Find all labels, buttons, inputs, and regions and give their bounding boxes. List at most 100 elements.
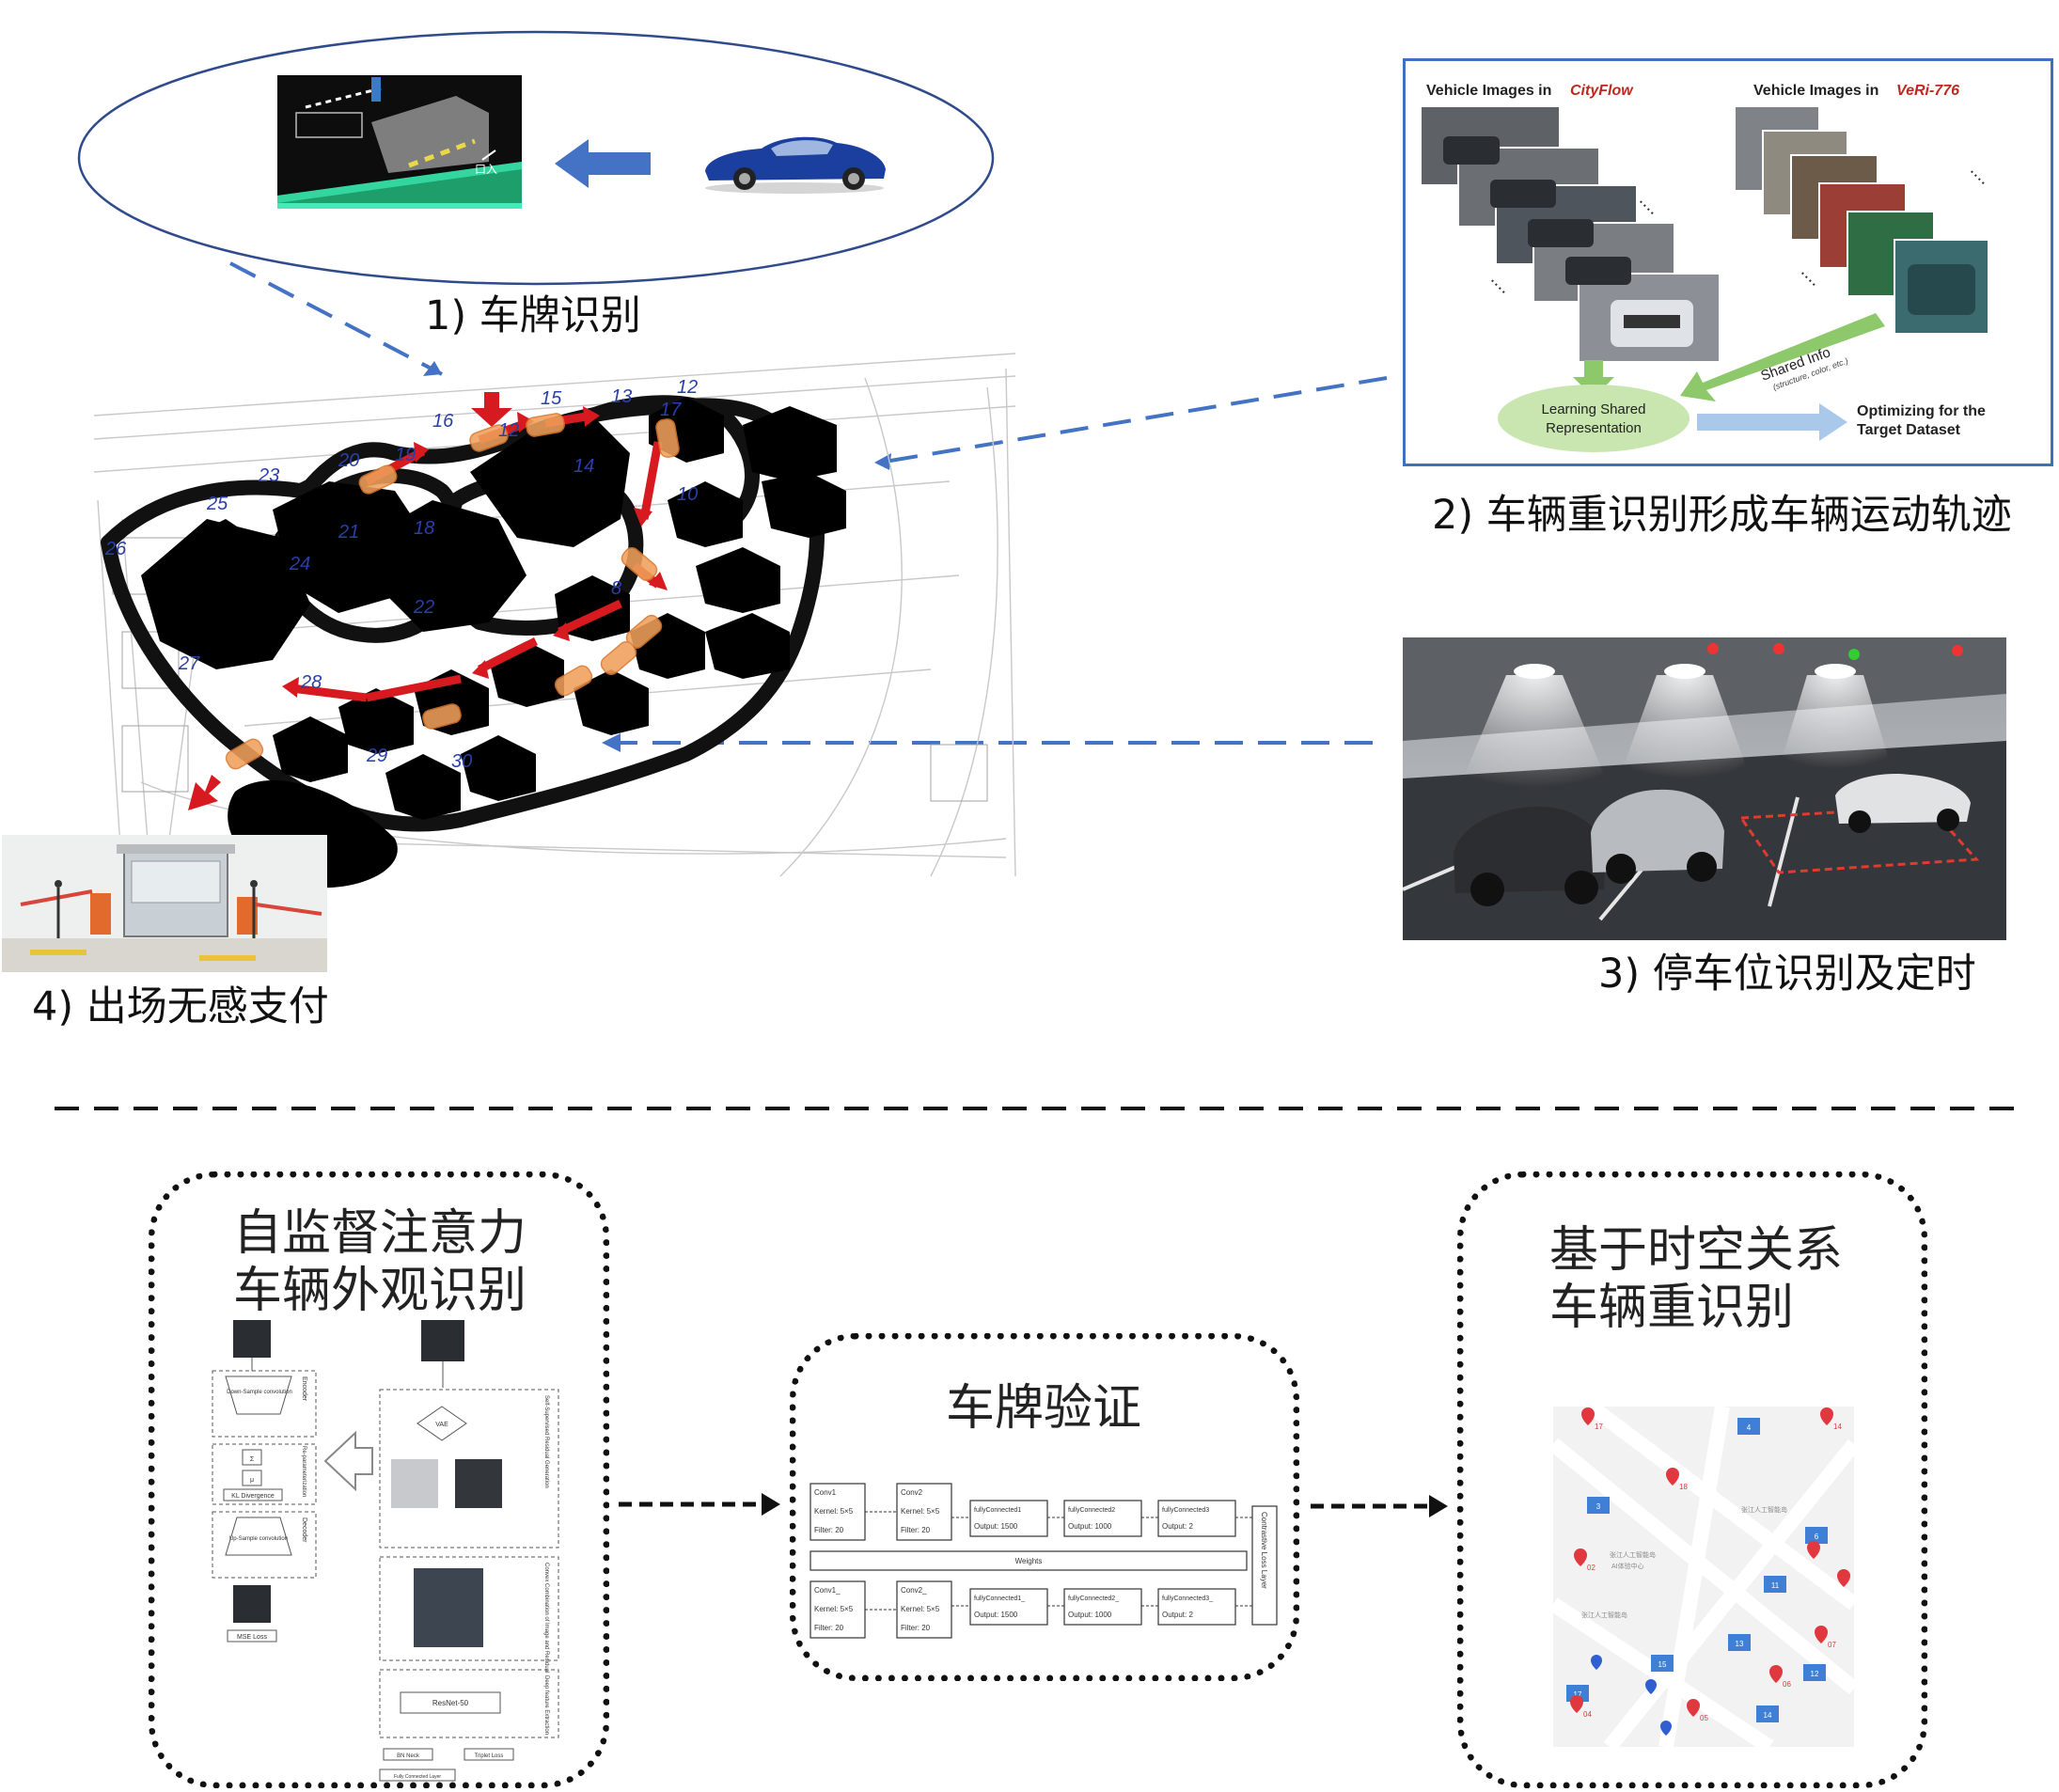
encoder-label: Encoder (301, 1376, 307, 1402)
pin-18: 18 (1679, 1483, 1688, 1491)
deep-label: Deep feature Extraction (543, 1675, 549, 1735)
map-num-13b: 13 (611, 386, 632, 407)
spatiotemporal-reid-panel (1457, 1171, 1927, 1788)
conv1-title: Conv1 (814, 1488, 837, 1497)
map-num-24: 24 (289, 554, 310, 574)
map-num-12: 12 (677, 377, 698, 398)
fc1b-output: Output: 1500 (974, 1611, 1018, 1619)
decoder-label: Decoder (301, 1517, 307, 1543)
conv2b-title: Conv2_ (901, 1586, 927, 1595)
vae-architecture-diagram: Down-Sample convolution Encoder Σ μ KL D… (212, 1320, 559, 1782)
step1-caption: 1) 车牌识别 (425, 292, 641, 339)
pin-06: 06 (1783, 1680, 1791, 1689)
map-num-25: 25 (206, 494, 228, 514)
sigma-label: Σ (250, 1456, 255, 1463)
gate-sign-text: 口入 (475, 163, 497, 176)
map-num-10: 10 (677, 484, 698, 505)
map-num-16: 16 (432, 411, 454, 432)
place-label-4: 张江人工智能岛 (1741, 1505, 1787, 1514)
conv1b-filter: Filter: 20 (814, 1624, 844, 1632)
conv2b-kernel: Kernel: 5×5 (901, 1605, 940, 1613)
parking-space-image (1403, 637, 2006, 940)
step4-caption: 4) 出场无感支付 (32, 983, 329, 1030)
fc2-output: Output: 1000 (1068, 1522, 1112, 1531)
pin-04: 04 (1583, 1710, 1592, 1719)
block-13: 13 (1736, 1640, 1744, 1648)
conv2-title: Conv2 (901, 1488, 923, 1497)
fc1-output: Output: 1500 (974, 1522, 1018, 1531)
map-num-29: 29 (366, 746, 387, 766)
map-num-14: 14 (574, 456, 594, 477)
bnneck-label: BN Neck (397, 1753, 420, 1759)
map-num-28: 28 (300, 672, 322, 693)
conv1-filter: Filter: 20 (814, 1526, 844, 1534)
campus-camera-map: 4 3 6 11 15 13 12 17 14 张江人工智能岛 AI体验中心 张… (1553, 1407, 1854, 1747)
right-title-line2: 车辆重识别 (1549, 1280, 1795, 1337)
map-num-18: 18 (414, 518, 434, 539)
loss-layer-label: Contrastive Loss Layer (1260, 1512, 1268, 1589)
place-label-3: 张江人工智能岛 (1581, 1611, 1627, 1619)
vae-label: VAE (435, 1422, 448, 1428)
map-num-19: 19 (395, 445, 416, 465)
fc2b-output: Output: 1000 (1068, 1611, 1112, 1619)
right-panel-title: 基于时空关系 车辆重识别 (1549, 1222, 1843, 1338)
mu-label: μ (250, 1477, 254, 1484)
block-4: 4 (1747, 1423, 1752, 1432)
map-num-27: 27 (178, 653, 200, 674)
map-num-30: 30 (451, 751, 472, 772)
cityflow-name: CityFlow (1570, 83, 1634, 99)
fc2b-title: fullyConnected2_ (1068, 1596, 1119, 1602)
map-num-17: 17 (660, 400, 682, 420)
block-6: 6 (1815, 1533, 1819, 1541)
triplet-label: Triplet Loss (475, 1753, 504, 1759)
mse-label: MSE Loss (237, 1634, 267, 1641)
section-separator (55, 1107, 2029, 1110)
map-num-22: 22 (413, 597, 434, 618)
reid-inset: Vehicle Images in CityFlow Vehicle Image… (1403, 58, 2053, 466)
pin-14: 14 (1833, 1423, 1842, 1431)
veri-name: VeRi-776 (1896, 83, 1959, 99)
conv1b-kernel: Kernel: 5×5 (814, 1605, 854, 1613)
weights-label: Weights (1015, 1557, 1043, 1565)
learning-line1: Learning Shared (1542, 401, 1646, 417)
map-num-8: 8 (611, 578, 621, 599)
pin-05: 05 (1700, 1714, 1708, 1722)
left-title-line2: 车辆外观识别 (233, 1263, 527, 1320)
fc3b-title: fullyConnected3_ (1162, 1596, 1213, 1602)
conv2b-filter: Filter: 20 (901, 1624, 931, 1632)
conv1-kernel: Kernel: 5×5 (814, 1507, 854, 1516)
ssrg-label: Self-Supervised Residual Generation (543, 1395, 549, 1488)
fc1b-title: fullyConnected1_ (974, 1596, 1025, 1602)
left-panel-title: 自监督注意力 车辆外观识别 (233, 1205, 527, 1321)
block-3: 3 (1596, 1502, 1601, 1511)
fc-label: Fully Connected Layer (394, 1774, 441, 1780)
resnet-label: ResNet-50 (432, 1699, 469, 1707)
exit-gate-image (2, 835, 327, 972)
step3-caption: 3) 停车位识别及定时 (1598, 951, 1976, 998)
middle-panel-title: 车牌验证 (946, 1380, 1142, 1437)
pin-17: 17 (1595, 1423, 1603, 1431)
fc3-title: fullyConnected3 (1162, 1507, 1209, 1514)
block-14: 14 (1764, 1711, 1772, 1720)
conv2-kernel: Kernel: 5×5 (901, 1507, 940, 1516)
place-label-1: 张江人工智能岛 (1610, 1550, 1656, 1559)
map-num-23: 23 (258, 465, 279, 486)
block-12: 12 (1811, 1670, 1819, 1678)
right-title-line1: 基于时空关系 (1549, 1222, 1844, 1279)
conv1b-title: Conv1_ (814, 1586, 841, 1595)
map-num-21: 21 (338, 522, 359, 542)
kl-label: KL Divergence (231, 1493, 275, 1500)
cityflow-prefix: Vehicle Images in (1426, 83, 1551, 99)
pin-02: 02 (1587, 1564, 1595, 1572)
blue-car-image (705, 136, 886, 194)
plate-verification-panel (790, 1333, 1299, 1681)
place-label-2: AI体验中心 (1611, 1562, 1644, 1570)
appearance-recognition-panel (149, 1171, 609, 1788)
arrow-left-icon (555, 139, 651, 188)
fc2-title: fullyConnected2 (1068, 1507, 1115, 1514)
pin-07: 07 (1828, 1641, 1836, 1649)
up-sample-label: Up-Sample convolution (229, 1536, 288, 1542)
campus-map: 12 15 13 12 16 19 20 23 25 26 21 18 24 2… (93, 353, 1016, 888)
